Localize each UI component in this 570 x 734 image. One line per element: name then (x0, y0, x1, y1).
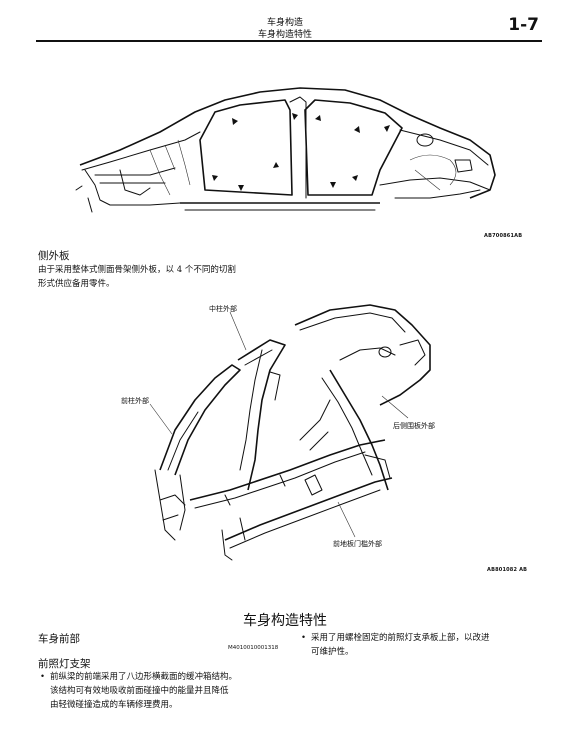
label-center-pillar: 中柱外部 (209, 305, 237, 313)
left-bullet-line-2: 该结构可有效地吸收前面碰撞中的能量并且降低 (50, 686, 229, 696)
header-rule (36, 40, 542, 42)
left-bullet-line-3: 由轻微碰撞造成的车辆修理费用。 (50, 700, 178, 710)
side-panel-text-line1: 由于采用整体式侧面骨架侧外板，以 4 个不同的切割 (38, 265, 236, 275)
left-bullet-list: 前纵梁的前端采用了八边形横截面的缓冲箱结构。 该结构可有效地吸收前面碰撞中的能量… (38, 670, 288, 712)
right-bullet-list: 采用了用螺栓固定的前照灯支承板上部，以改进 可维护性。 (299, 631, 539, 659)
figure1-code: AB700861AB (484, 233, 523, 239)
figure2-code: AB801082 AB (487, 567, 528, 573)
label-front-sill: 前地板门槛外部 (333, 540, 382, 548)
side-panel-heading: 侧外板 (38, 250, 70, 262)
right-bullet-line-2: 可维护性。 (311, 647, 354, 657)
header-title: 车身构造 (266, 18, 303, 28)
label-rear-fender: 后侧围板外部 (393, 422, 435, 430)
right-bullet-item: 采用了用螺栓固定的前照灯支承板上部，以改进 可维护性。 (299, 631, 539, 659)
side-panel-text-line2: 形式供应备用零件。 (38, 279, 115, 289)
right-bullet-line-1: 采用了用螺栓固定的前照灯支承板上部，以改进 (311, 633, 490, 643)
left-bullet-item: 前纵梁的前端采用了八边形横截面的缓冲箱结构。 该结构可有效地吸收前面碰撞中的能量… (38, 670, 288, 712)
subsection-title: 车身前部 (38, 633, 80, 645)
section-code: M4010010001318 (228, 645, 279, 651)
section-title: 车身构造特性 (243, 613, 327, 629)
header-subtitle: 车身构造特性 (257, 30, 312, 40)
page-number: 1-7 (508, 15, 539, 35)
subheading: 前照灯支架 (38, 658, 91, 670)
left-bullet-line-1: 前纵梁的前端采用了八边形横截面的缓冲箱结构。 (50, 672, 238, 682)
label-front-pillar: 前柱外部 (121, 397, 149, 405)
